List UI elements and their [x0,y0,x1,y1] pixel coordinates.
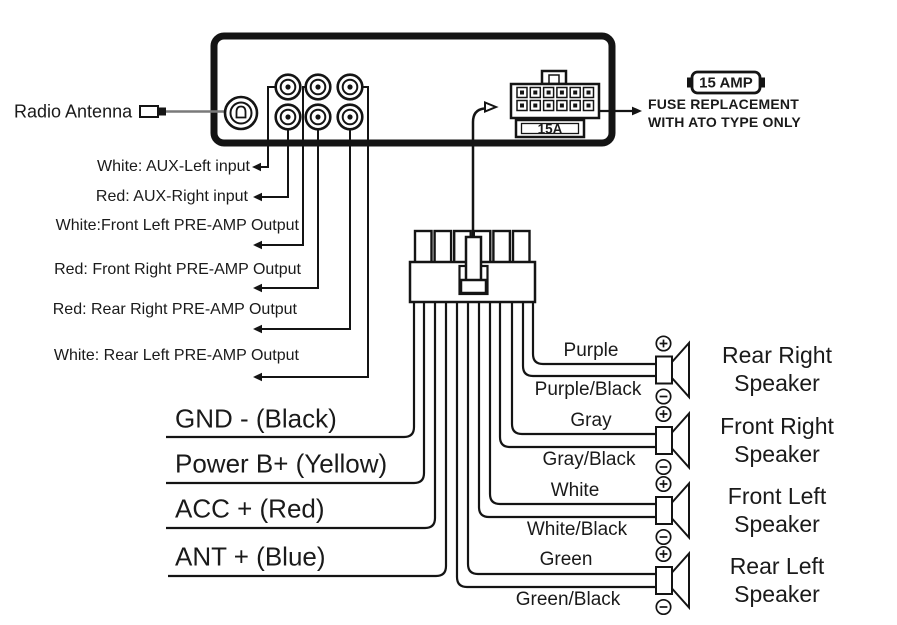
speaker-name-rear-right: Rear Right Speaker [697,341,857,397]
rca-label-front-right-preamp: Red: Front Right PRE-AMP Output [54,261,301,278]
antenna-plug-icon [139,105,226,118]
speaker-name-line1: Rear Left [729,553,825,579]
rca-jack [336,103,364,131]
wire-gray [510,300,656,436]
speaker-name-line2: Speaker [734,581,820,607]
head-unit-outline [210,32,616,147]
wire-green-black [455,300,656,589]
radio-antenna-label: Radio Antenna [14,101,133,122]
harness-connector [408,229,537,304]
rca-jack [274,73,302,101]
power-wire-label-gnd: GND - (Black) [175,403,337,434]
speaker-icon-front-right [655,405,690,476]
speaker-name-line2: Speaker [734,370,820,396]
wire-gray-black [498,300,656,449]
rca-jack [274,103,302,131]
speaker-wire-positive-label: Gray [570,410,612,431]
speaker-name-front-right: Front Right Speaker [697,412,857,468]
speaker-name-front-left: Front Left Speaker [697,482,857,538]
ato-fuse-icon [687,70,765,95]
rca-label-front-left-preamp: White:Front Left PRE-AMP Output [55,217,299,234]
power-wire-label-antenna: ANT + (Blue) [175,541,326,572]
rca-label-rear-right-preamp: Red: Rear Right PRE-AMP Output [52,301,297,318]
speaker-wire-negative-label: Gray/Black [542,449,636,470]
speaker-name-line2: Speaker [734,441,820,467]
rca-jack [304,103,332,131]
power-wire-label-acc: ACC + (Red) [175,493,325,524]
wire-white-black [477,300,656,519]
rca-jack [304,73,332,101]
rca-label-rear-left-preamp: White: Rear Left PRE-AMP Output [53,347,299,364]
rca-label-aux-right: Red: AUX-Right input [95,188,248,205]
fuse-socket-pins [516,86,595,112]
speaker-wire-positive-label: Green [539,549,593,570]
speaker-wire-negative-label: Green/Black [515,589,621,610]
wire-purple-black [521,300,656,378]
speaker-name-line2: Speaker [734,511,820,537]
wire-gnd [166,300,416,439]
speaker-name-line1: Front Left [727,483,827,509]
rca-label-aux-left: White: AUX-Left input [97,158,250,175]
speaker-wire-positive-label: White [550,480,600,501]
fuse-note-arrow [600,106,642,116]
speaker-icon-rear-left [655,545,690,616]
rca-leader-lines [252,86,369,382]
rca-jacks [274,73,364,131]
speaker-wire-negative-label: White/Black [526,519,628,540]
wire-power [166,300,426,485]
wire-white [488,300,656,506]
speaker-wire-positive-label: Purple [563,340,619,361]
speaker-icon-rear-right [655,335,690,405]
speaker-name-line1: Rear Right [722,342,832,368]
wire-ant [168,300,448,578]
harness-to-socket-arrow [471,101,499,238]
power-wire-label-battery: Power B+ (Yellow) [175,448,388,479]
speaker-name-line1: Front Right [720,413,834,439]
wire-purple [531,300,656,366]
speaker-icon-front-left [655,475,690,546]
fuse-rating-label: 15A [537,121,563,136]
fuse-socket [509,69,601,139]
wire-acc [166,300,437,530]
rca-jack [336,73,364,101]
fuse-note: FUSE REPLACEMENT WITH ATO TYPE ONLY [648,96,801,131]
wire-green [466,300,656,576]
speaker-name-rear-left: Rear Left Speaker [697,552,857,608]
antenna-jack [223,95,259,131]
speaker-wire-negative-label: Purple/Black [534,379,642,400]
fuse-note-line2: WITH ATO TYPE ONLY [648,113,801,130]
harness-wires [166,300,656,589]
fuse-amp-label: 15 AMP [699,74,753,92]
fuse-note-line1: FUSE REPLACEMENT [648,96,799,112]
